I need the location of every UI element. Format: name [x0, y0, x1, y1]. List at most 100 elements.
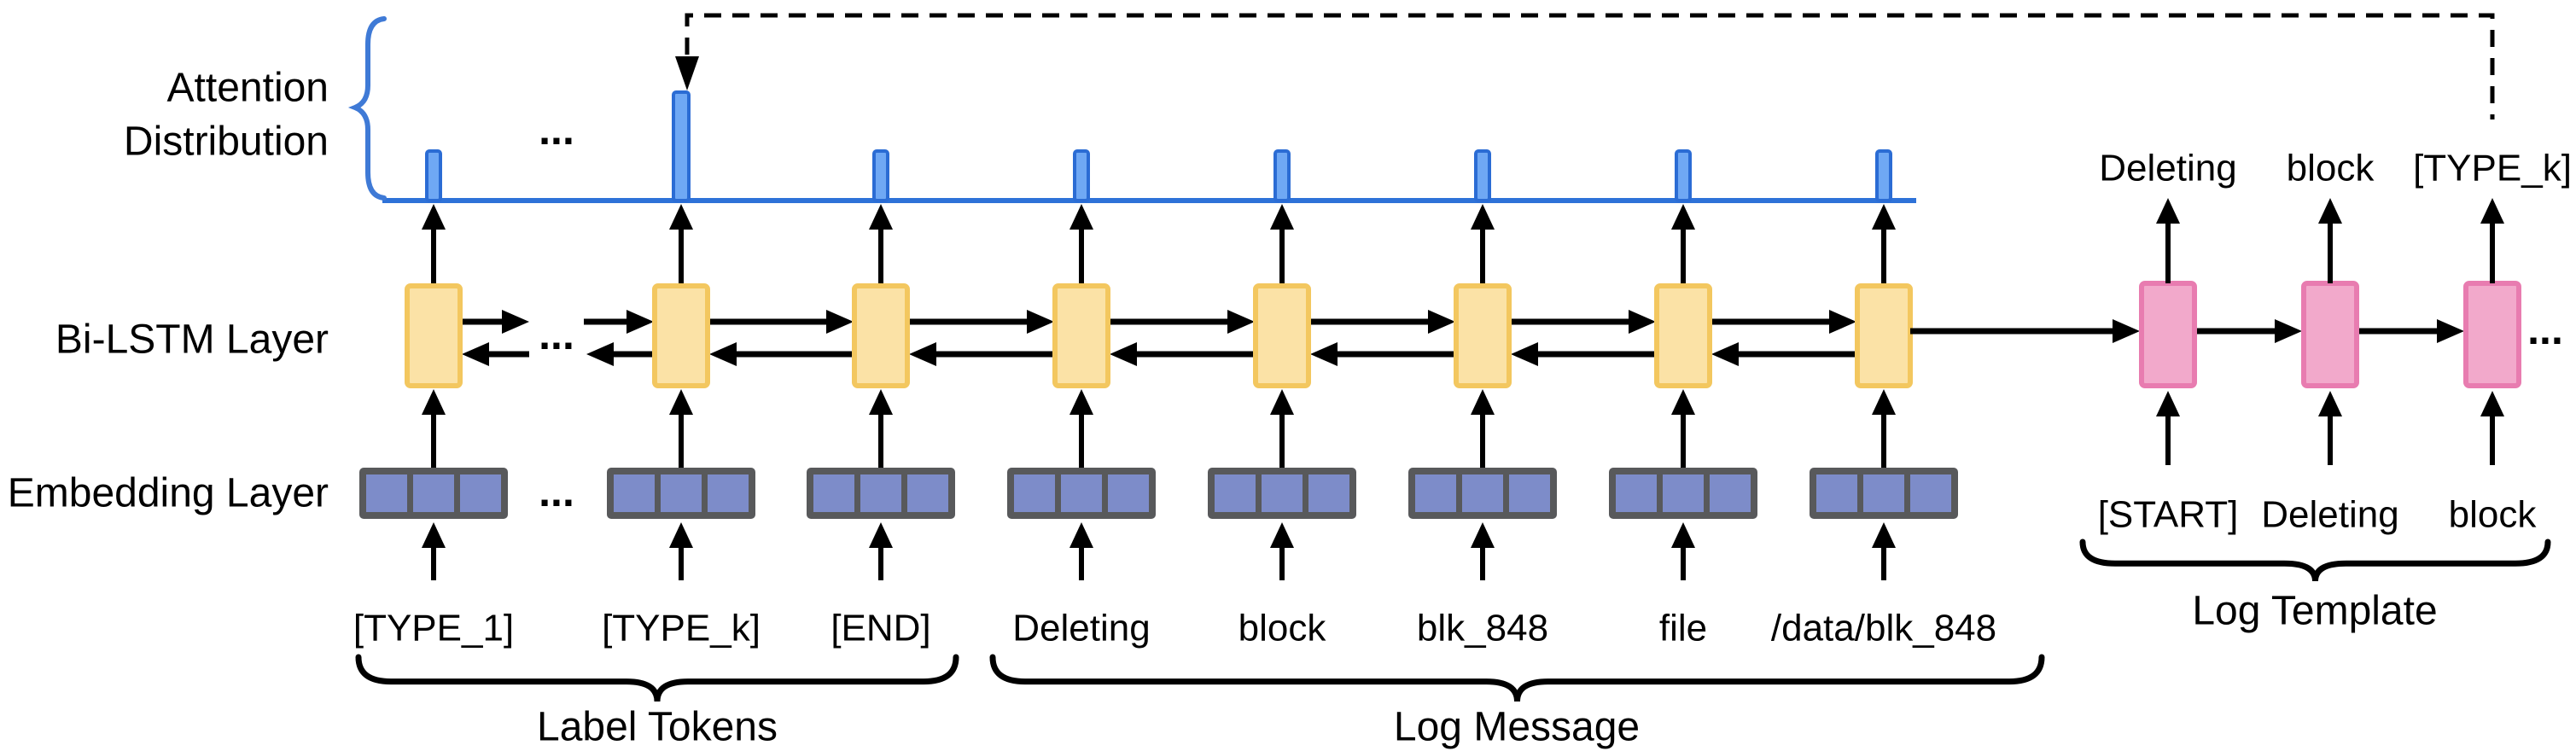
encoder-to-decoder-arrow-head [2113, 319, 2140, 343]
attention-bar [1073, 149, 1090, 202]
lstm-forward-arrow-head [1629, 310, 1656, 334]
token-to-embedding-arrow-head [1270, 522, 1294, 548]
label-tokens-brace [355, 654, 959, 702]
attention-bar [1474, 149, 1491, 202]
embedding-to-lstm-arrow-head [1671, 389, 1695, 415]
bilstm-cell [652, 283, 710, 388]
embedding-segment [1108, 474, 1149, 512]
attention-feedback-arrowhead [675, 56, 699, 90]
lstm-backward-arrow-head [1310, 342, 1338, 366]
embedding-segment [1061, 474, 1102, 512]
decoder-output-label: block [2287, 148, 2375, 189]
embedding-row-ellipsis: ... [539, 468, 574, 515]
decoder-output-label: Deleting [2099, 148, 2236, 189]
embedding-segment [1910, 474, 1951, 512]
decoder-row-ellipsis: ... [2527, 306, 2563, 353]
bilstm-cell [1253, 283, 1311, 388]
embedding-segment [860, 474, 901, 512]
token-to-embedding-arrow-head [1069, 522, 1093, 548]
attention-bar [425, 149, 442, 202]
decoder-output-label: [TYPE_k] [2413, 148, 2572, 189]
row-label-bilstm: Bi-LSTM Layer [55, 317, 329, 363]
encoder-token-label: [TYPE_1] [353, 608, 514, 649]
embedding-segment [1509, 474, 1550, 512]
log-message-brace [989, 654, 2045, 702]
token-to-embedding-arrow-head [869, 522, 893, 548]
embedding-segment [460, 474, 501, 512]
embedding-segment [614, 474, 655, 512]
decoder-cell [2463, 281, 2521, 388]
embedding-segment [1462, 474, 1503, 512]
embedding-to-lstm-arrow-head [1471, 389, 1495, 415]
attention-bar [672, 90, 691, 202]
lstm-backward-arrow-head [462, 342, 489, 366]
encoder-token-label: /data/blk_848 [1771, 608, 1996, 649]
token-to-embedding-arrow-head [1671, 522, 1695, 548]
lstm-backward-arrow-head [1110, 342, 1137, 366]
embedding-to-lstm-arrow-head [1270, 389, 1294, 415]
decoder-input-arrow-head [2156, 391, 2180, 416]
group-label-log-template: Log Template [2192, 589, 2437, 634]
encoder-attention-arrow-head [1069, 204, 1093, 230]
embedding-segment [1816, 474, 1857, 512]
embedding-segment [1415, 474, 1456, 512]
decoder-input-label: block [2449, 494, 2538, 536]
lstm-forward-arrow-head [627, 310, 654, 334]
bilstm-cell [1454, 283, 1512, 388]
lstm-forward-arrow-head [502, 310, 529, 334]
decoder-cell [2139, 281, 2197, 388]
encoder-token-label: Deleting [1012, 608, 1150, 649]
encoder-attention-arrow-head [869, 204, 893, 230]
attention-bar [872, 149, 889, 202]
encoder-attention-arrow-head [1270, 204, 1294, 230]
embedding-segment [1262, 474, 1303, 512]
group-label-label-tokens: Label Tokens [537, 705, 778, 750]
decoder-cell [2301, 281, 2359, 388]
decoder-input-arrow-head [2480, 391, 2504, 416]
decoder-input-label: [START] [2098, 494, 2239, 536]
encoder-token-label: blk_848 [1417, 608, 1548, 649]
embedding-segment [1710, 474, 1751, 512]
embedding-to-lstm-arrow-head [869, 389, 893, 415]
lstm-backward-arrow-head [1711, 342, 1739, 366]
token-to-embedding-arrow-head [1471, 522, 1495, 548]
attention-brace [347, 16, 387, 201]
encoder-token-label: [TYPE_k] [602, 608, 761, 649]
encoder-token-label: file [1659, 608, 1707, 649]
bilstm-cell [1654, 283, 1712, 388]
attention-bar [1875, 149, 1892, 202]
embedding-segment [366, 474, 407, 512]
embedding-to-lstm-arrow-head [422, 389, 446, 415]
row-label-attention-line2: Distribution [124, 119, 329, 165]
token-to-embedding-arrow-head [669, 522, 693, 548]
embedding-segment [413, 474, 454, 512]
group-label-log-message: Log Message [1394, 705, 1640, 750]
log-template-brace [2079, 539, 2551, 582]
embedding-segment [1616, 474, 1657, 512]
attention-row-ellipsis: ... [539, 106, 574, 154]
bilstm-cell [1052, 283, 1110, 388]
lstm-forward-arrow-head [826, 310, 854, 334]
lstm-backward-arrow-head [1511, 342, 1538, 366]
embedding-segment [813, 474, 854, 512]
embedding-segment [1308, 474, 1349, 512]
embedding-segment [1863, 474, 1904, 512]
decoder-input-label: Deleting [2261, 494, 2398, 536]
lstm-forward-arrow-head [1027, 310, 1054, 334]
embedding-segment [1663, 474, 1704, 512]
bilstm-cell [405, 283, 463, 388]
embedding-segment [661, 474, 702, 512]
bilstm-cell [1855, 283, 1913, 388]
encoder-attention-arrow-head [1671, 204, 1695, 230]
attention-bar [1675, 149, 1692, 202]
row-label-embedding: Embedding Layer [8, 471, 329, 516]
encoder-token-label: [END] [830, 608, 930, 649]
decoder-input-arrow-head [2318, 391, 2342, 416]
token-to-embedding-arrow-head [1872, 522, 1896, 548]
embedding-segment [1215, 474, 1256, 512]
decoder-output-arrow-head [2318, 198, 2342, 224]
embedding-to-lstm-arrow-head [1069, 389, 1093, 415]
lstm-backward-arrow-head [909, 342, 936, 366]
